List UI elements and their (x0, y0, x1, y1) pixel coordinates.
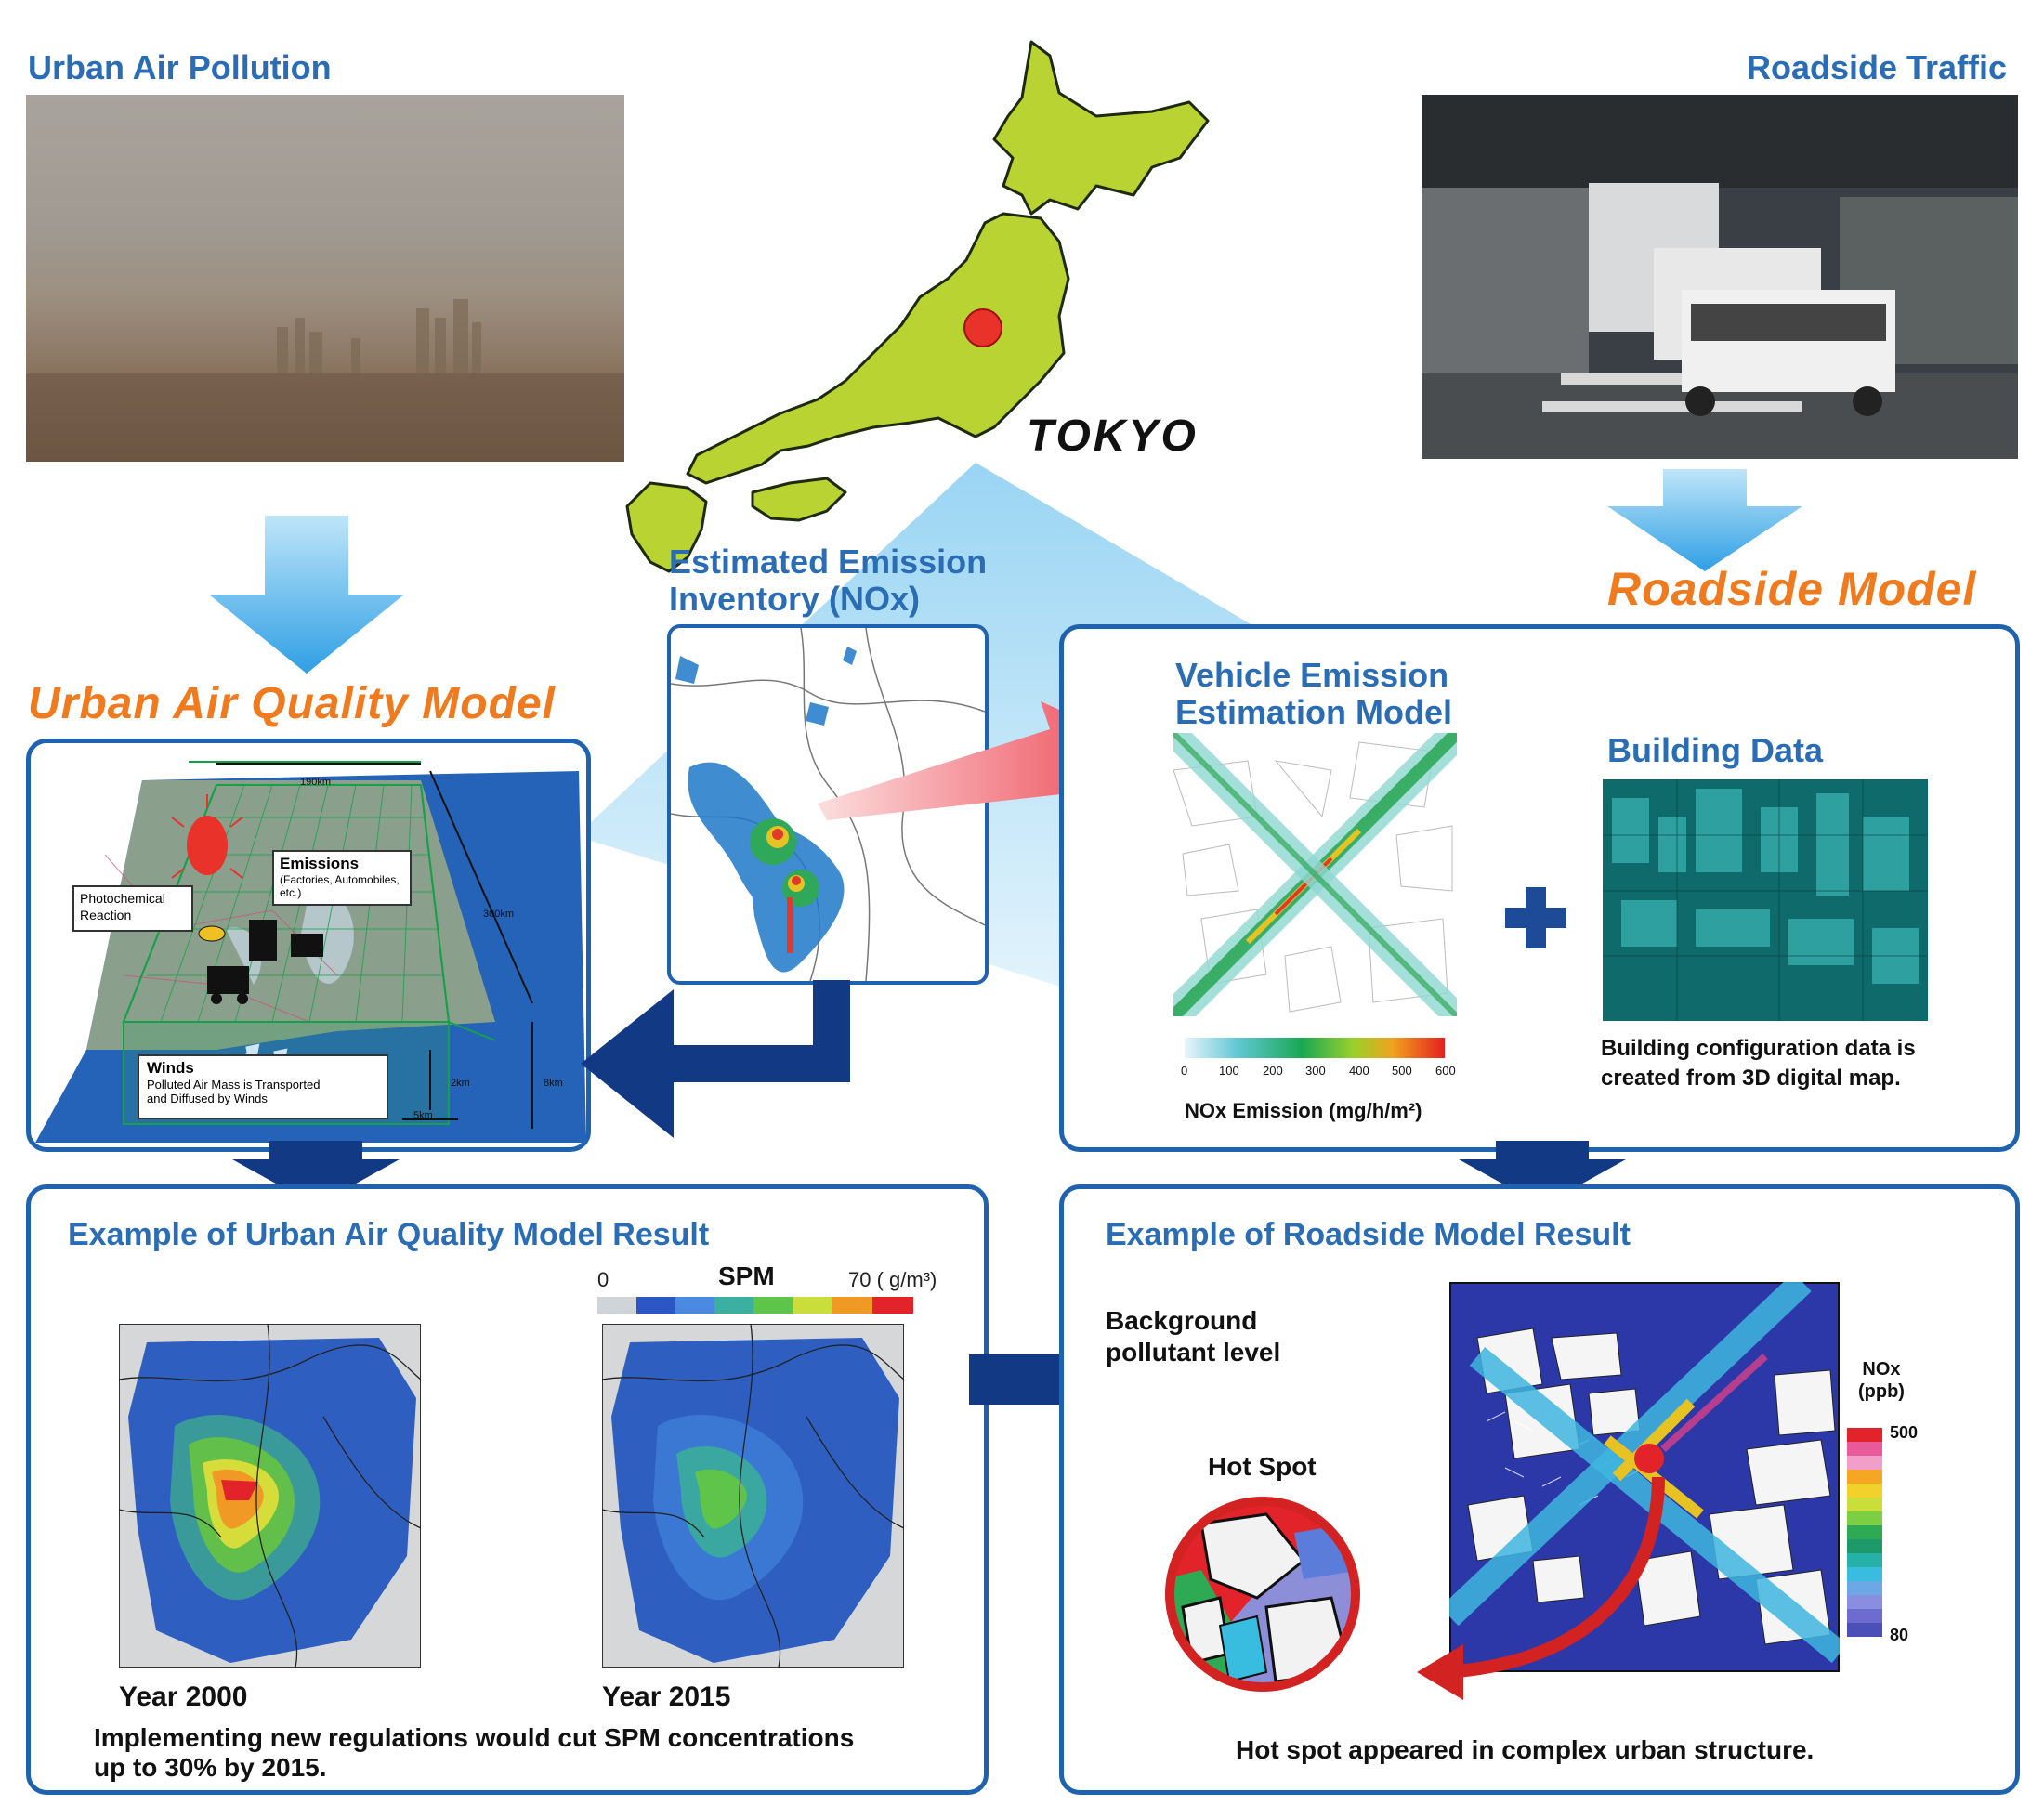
nox-ppb-min: 80 (1890, 1626, 1909, 1644)
emission-inventory-title-line1: Estimated Emission (669, 543, 988, 581)
emissions-callout: Emissions (Factories, Automobiles, etc.) (272, 850, 412, 906)
urban-air-pollution-label: Urban Air Pollution (28, 48, 332, 86)
nox-colorbar-ticks: 0 100 200 300 400 500 600 (1175, 1064, 1463, 1080)
pink-arrow (818, 701, 1124, 822)
down-arrow-left (209, 516, 404, 674)
roadside-result-panel: Example of Roadside Model Result Backgro… (1059, 1184, 2020, 1795)
roadside-traffic-label: Roadside Traffic (1747, 48, 2008, 86)
photochemical-line2: Reaction (80, 908, 132, 922)
spm-max-label: 70 ( g/m³) (848, 1268, 937, 1291)
dim-190km: 190km (300, 777, 332, 788)
spm-min-label: 0 (597, 1268, 609, 1291)
nox-tick: 500 (1392, 1064, 1412, 1078)
hot-spot-zoom (1165, 1497, 1360, 1692)
down-arrow-right (1607, 469, 1802, 571)
vehicle-emission-map (1173, 733, 1457, 1016)
nox-emission-label: NOx Emission (mg/h/m²) (1185, 1099, 1422, 1122)
roadside-model-title: Roadside Model (1607, 563, 1977, 615)
plus-icon (1505, 887, 1566, 948)
tokyo-label: TOKYO (1027, 412, 1199, 461)
spm-colorbar (597, 1297, 913, 1314)
urban-air-quality-model-panel: 190km 300km 2km 5km 8km Emissions (Facto… (26, 739, 591, 1152)
winds-line1: Polluted Air Mass is Transported (147, 1078, 321, 1092)
nox-tick: 0 (1181, 1064, 1188, 1078)
spm-label: SPM (718, 1262, 775, 1290)
inventory-to-aq-arrow (581, 980, 850, 1138)
rs-result-title: Example of Roadside Model Result (1106, 1217, 1631, 1252)
trucks-icon (1422, 95, 2018, 459)
nox-ppb-line2: (ppb) (1858, 1381, 1905, 1402)
winds-line2: and Diffused by Winds (147, 1092, 268, 1105)
building-data-title: Building Data (1607, 731, 1823, 769)
aq-caption-line2: up to 30% by 2015. (94, 1753, 327, 1782)
city-skyline-icon (26, 299, 624, 462)
nox-emission-colorbar (1185, 1038, 1445, 1058)
background-pollutant-label: Background pollutant level (1106, 1305, 1280, 1368)
aq-caption-line1: Implementing new regulations would cut S… (94, 1723, 855, 1752)
nox-tick: 200 (1263, 1064, 1283, 1078)
aq-result-panel: Example of Urban Air Quality Model Resul… (26, 1184, 989, 1795)
roadside-model-panel: Vehicle Emission Estimation Model 0 100 (1059, 624, 2020, 1152)
factory-vehicle-icon (207, 920, 323, 1004)
urban-air-quality-model-title: Urban Air Quality Model (28, 679, 556, 728)
nox-tick: 600 (1435, 1064, 1456, 1078)
nox-tick: 400 (1349, 1064, 1369, 1078)
emissions-title: Emissions (280, 855, 360, 872)
emission-inventory-title: Estimated Emission Inventory (NOx) (669, 543, 987, 618)
year-2000-label: Year 2000 (119, 1681, 248, 1712)
aq-to-result-arrow (232, 1141, 400, 1206)
dim-2km: 2km (451, 1078, 470, 1089)
nox-ppb-colorbar (1847, 1428, 1882, 1637)
photochemical-sun-icon (187, 816, 228, 875)
photochemical-line1: Photochemical (80, 891, 165, 906)
winds-title: Winds (147, 1059, 194, 1077)
building-3d-render (1603, 779, 1928, 1021)
japan-map (625, 40, 1210, 573)
vehicle-emission-line1: Vehicle Emission (1175, 656, 1449, 694)
smog-city-photo (26, 95, 624, 462)
building-caption-line2: created from 3D digital map. (1601, 1066, 1901, 1091)
nox-ppb-max: 500 (1890, 1423, 1919, 1442)
dim-5km: 5km (413, 1110, 433, 1121)
nox-tick: 300 (1305, 1064, 1326, 1078)
dim-8km: 8km (544, 1078, 563, 1089)
building-caption-line1: Building configuration data is (1601, 1036, 1916, 1061)
roadside-to-result-arrow (1459, 1141, 1626, 1206)
dim-300km: 300km (483, 909, 515, 920)
background-line1: Background (1106, 1306, 1258, 1335)
year-2000-map (119, 1324, 421, 1668)
hot-spot-pointer-arrow (1417, 1476, 1665, 1700)
vehicle-emission-line2: Estimation Model (1175, 693, 1453, 731)
aq-result-title: Example of Urban Air Quality Model Resul… (68, 1217, 710, 1252)
photochemical-callout: Photochemical Reaction (72, 885, 193, 932)
emissions-sub: (Factories, Automobiles, etc.) (280, 873, 400, 899)
traffic-photo (1422, 95, 2018, 459)
building-caption: Building configuration data is created f… (1601, 1034, 1916, 1093)
tokyo-marker (963, 308, 1002, 347)
nox-tick: 100 (1219, 1064, 1239, 1078)
hot-spot-label: Hot Spot (1208, 1452, 1317, 1481)
emission-inventory-title-line2: Inventory (NOx) (669, 580, 921, 618)
year-2015-map (602, 1324, 904, 1668)
rs-result-caption: Hot spot appeared in complex urban struc… (1236, 1735, 1815, 1764)
winds-callout: Winds Polluted Air Mass is Transported a… (138, 1054, 388, 1119)
nox-ppb-line1: NOx (1862, 1359, 1901, 1380)
background-line2: pollutant level (1106, 1338, 1281, 1367)
year-2015-label: Year 2015 (602, 1681, 731, 1712)
aq-result-caption: Implementing new regulations would cut S… (94, 1723, 854, 1783)
vehicle-emission-title: Vehicle Emission Estimation Model (1175, 657, 1452, 731)
nox-ppb-label: NOx (ppb) (1858, 1358, 1905, 1403)
